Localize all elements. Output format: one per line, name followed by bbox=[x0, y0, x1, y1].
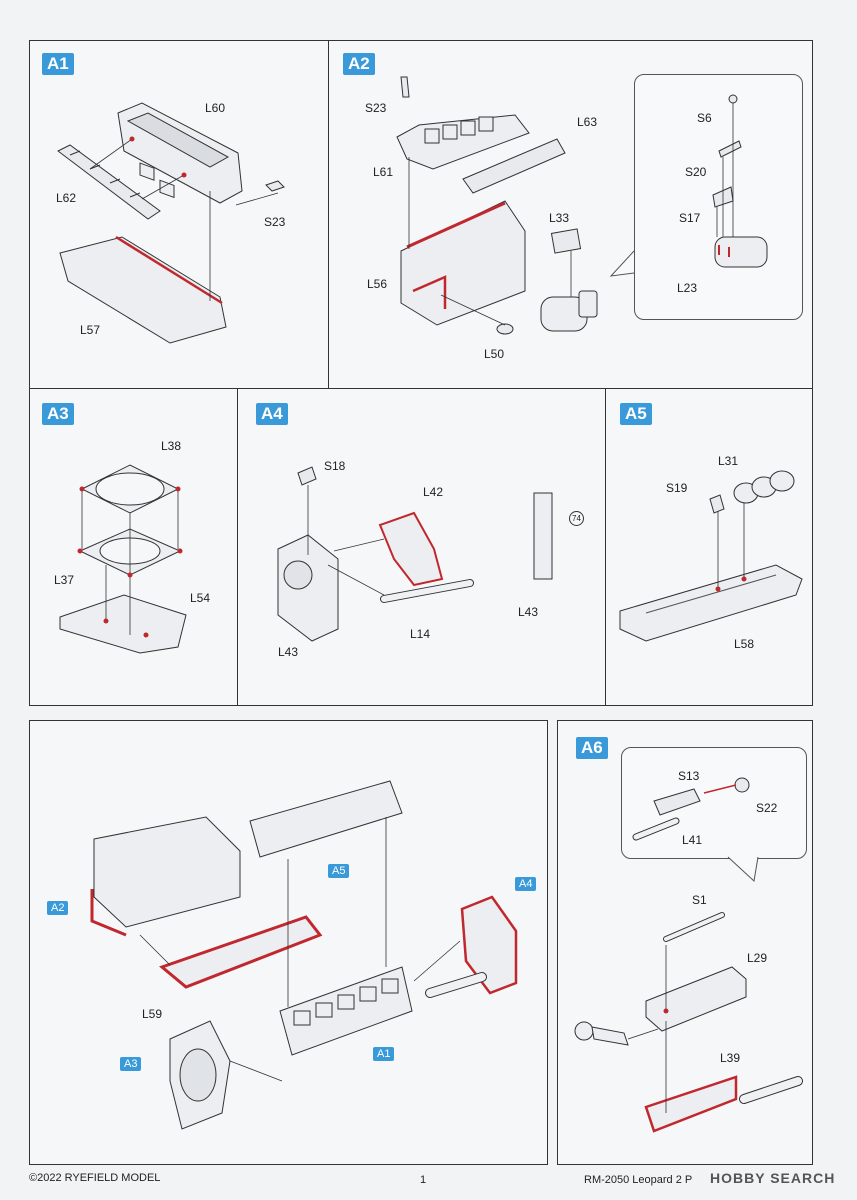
part-l50 bbox=[496, 323, 514, 335]
label-l50: L50 bbox=[484, 347, 505, 361]
panel-a2-tag: A2 bbox=[343, 53, 375, 75]
label-l62: L62 bbox=[56, 191, 77, 205]
part-s23-a2 bbox=[400, 76, 410, 98]
part-l63 bbox=[462, 138, 566, 194]
assy-a4-block bbox=[460, 895, 518, 995]
label-l54: L54 bbox=[190, 591, 211, 605]
part-l31 bbox=[733, 470, 795, 504]
a6-callout-bubble bbox=[621, 747, 807, 859]
label-s23-a2: S23 bbox=[365, 101, 387, 115]
assy-a3-block bbox=[169, 1020, 231, 1130]
part-s20 bbox=[718, 140, 742, 158]
label-l59: L59 bbox=[142, 1007, 163, 1021]
label-l38: L38 bbox=[161, 439, 182, 453]
panel-a2: A2 bbox=[328, 40, 813, 389]
assy-a5-block bbox=[249, 780, 403, 858]
panel-a3: A3 L38 L37 L54 bbox=[29, 388, 238, 706]
part-l29 bbox=[645, 966, 747, 1032]
assy-a1-block bbox=[279, 966, 413, 1056]
label-s17: S17 bbox=[679, 211, 701, 225]
part-l57 bbox=[59, 235, 227, 344]
part-l56 bbox=[400, 200, 526, 326]
panel-a5-tag: A5 bbox=[620, 403, 652, 425]
label-s23: S23 bbox=[264, 215, 286, 229]
part-s6 bbox=[728, 94, 738, 104]
label-l41: L41 bbox=[682, 833, 703, 847]
panel-a1-tag: A1 bbox=[42, 53, 74, 75]
assembly-tag-a1: A1 bbox=[373, 1047, 395, 1061]
part-s23 bbox=[265, 180, 285, 192]
assy-a2-block bbox=[90, 816, 241, 937]
label-l43-side: L43 bbox=[518, 605, 539, 619]
label-l43-housing: L43 bbox=[278, 645, 299, 659]
assembly-illustration bbox=[90, 780, 518, 1130]
panel-a2-illustration bbox=[396, 76, 768, 335]
part-l62 bbox=[57, 144, 161, 220]
part-l33 bbox=[550, 228, 582, 254]
label-s6: S6 bbox=[697, 111, 712, 125]
panel-a6: A6 S13 S22 L41 S1 L29 L39 bbox=[557, 720, 813, 1165]
panel-a1: A1 L60 L62 S23 L57 bbox=[29, 40, 329, 389]
label-l56: L56 bbox=[367, 277, 388, 291]
part-starter bbox=[540, 290, 598, 332]
label-s20: S20 bbox=[685, 165, 707, 179]
label-l58: L58 bbox=[734, 637, 755, 651]
label-l60: L60 bbox=[205, 101, 226, 115]
panel-a4-illustration bbox=[277, 466, 553, 642]
part-s13 bbox=[653, 788, 701, 816]
label-s22: S22 bbox=[756, 801, 778, 815]
label-l57: L57 bbox=[80, 323, 101, 337]
panel-a4-tag: A4 bbox=[256, 403, 288, 425]
label-l31: L31 bbox=[718, 454, 739, 468]
panel-a6-illustration bbox=[574, 777, 803, 1133]
assembly-tag-a4: A4 bbox=[515, 877, 537, 891]
part-l43-side bbox=[533, 492, 553, 580]
panel-a6-tag: A6 bbox=[576, 737, 608, 759]
panel-a4: A4 74 S18 L42 L43 L14 L43 bbox=[237, 388, 606, 706]
label-s19: S19 bbox=[666, 481, 688, 495]
panel-a3-illustration bbox=[59, 464, 187, 654]
part-s22 bbox=[734, 777, 750, 793]
part-l54 bbox=[59, 594, 187, 654]
label-l42: L42 bbox=[423, 485, 444, 499]
panel-a5-illustration bbox=[619, 470, 803, 642]
label-l33: L33 bbox=[549, 211, 570, 225]
label-l39: L39 bbox=[720, 1051, 741, 1065]
label-l37: L37 bbox=[54, 573, 75, 587]
part-s18 bbox=[297, 466, 317, 486]
assembly-tag-a5: A5 bbox=[328, 864, 350, 878]
label-s13: S13 bbox=[678, 769, 700, 783]
panel-a1-illustration bbox=[57, 102, 285, 344]
watermark-hobby-search: HOBBY SEARCH bbox=[710, 1170, 836, 1186]
assembly-tag-a2: A2 bbox=[47, 901, 69, 915]
label-s1: S1 bbox=[692, 893, 707, 907]
label-l23: L23 bbox=[677, 281, 698, 295]
part-l59 bbox=[159, 915, 323, 989]
label-l61: L61 bbox=[373, 165, 394, 179]
panel-a5: A5 L31 S19 L58 bbox=[605, 388, 813, 706]
assembly-tag-a3: A3 bbox=[120, 1057, 142, 1071]
part-l39 bbox=[644, 1075, 738, 1133]
footer-page-number: 1 bbox=[420, 1174, 427, 1186]
panel-assembly: A2 A5 A4 A3 A1 L59 bbox=[29, 720, 548, 1165]
footer-copyright: ©2022 RYEFIELD MODEL bbox=[29, 1172, 161, 1184]
label-l14: L14 bbox=[410, 627, 431, 641]
label-s18: S18 bbox=[324, 459, 346, 473]
panel-a3-tag: A3 bbox=[42, 403, 74, 425]
part-l60 bbox=[117, 102, 243, 204]
part-l38 bbox=[80, 464, 180, 514]
part-l61 bbox=[396, 114, 530, 170]
circled-step-number: 74 bbox=[569, 511, 584, 526]
part-l58 bbox=[619, 564, 803, 642]
label-l63: L63 bbox=[577, 115, 598, 129]
part-s19 bbox=[709, 494, 725, 514]
part-l23 bbox=[714, 236, 768, 268]
footer-product: RM-2050 Leopard 2 P bbox=[584, 1174, 693, 1186]
label-l29: L29 bbox=[747, 951, 768, 965]
part-l42 bbox=[378, 511, 444, 587]
